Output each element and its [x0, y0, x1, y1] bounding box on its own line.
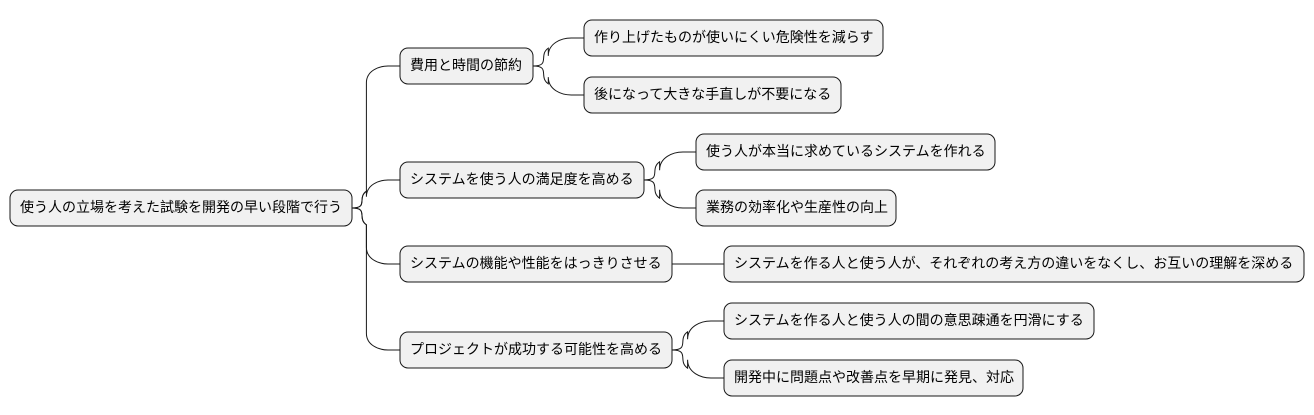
branch-clarify-function-label: システムの機能や性能をはっきりさせる: [410, 256, 662, 272]
leaf-no-rework-label: 後になって大きな手直しが不要になる: [594, 86, 831, 103]
leaf-efficiency-productivity-box: [695, 189, 897, 227]
branch-user-satisfaction-label: システムを使う人の満足度を高める: [410, 171, 634, 188]
edge-root-to-cost-time: [351, 65, 400, 209]
leaf-early-detection-node: 開発中に問題点や改善点を早期に発見、対応: [723, 359, 1024, 397]
leaf-no-rework-node: 後になって大きな手直しが不要になる: [583, 76, 842, 114]
root-node-box: [9, 189, 353, 227]
leaf-mutual-understanding-label: システムを作る人と使う人が、それぞれの考え方の違いをなくし、お互いの理解を深める: [734, 255, 1293, 272]
edge-root-to-clarify-function: [351, 207, 400, 265]
leaf-smooth-communication-node: システムを作る人と使う人の間の意思疎通を円滑にする: [723, 302, 1095, 340]
branch-project-success-node: プロジェクトが成功する可能性を高める: [399, 331, 673, 369]
leaf-reduce-usability-risk-box: [583, 19, 884, 57]
edge-cost-time-to-risk: [532, 37, 584, 67]
branch-cost-time-box: [399, 47, 534, 85]
leaf-reduce-usability-risk-label: 作り上げたものが使いにくい危険性を減らす: [594, 29, 873, 46]
leaf-build-desired-system-box: [695, 133, 996, 171]
leaf-efficiency-productivity-label: 業務の効率化や生産性の向上: [706, 199, 888, 216]
branch-clarify-function-node: システムの機能や性能をはっきりさせる: [399, 245, 673, 283]
leaf-mutual-understanding-box: [723, 245, 1305, 283]
root-node: 使う人の立場を考えた試験を開発の早い段階で行う: [9, 189, 353, 227]
edge-root-to-user-satisfaction: [351, 179, 400, 209]
leaf-efficiency-productivity-node: 業務の効率化や生産性の向上: [695, 189, 897, 227]
mindmap-edges: [351, 37, 724, 379]
branch-cost-time-label: 費用と時間の節約: [410, 57, 522, 74]
branch-clarify-function-box: [399, 245, 673, 283]
edge-success-to-communication: [671, 320, 724, 351]
branch-project-success-box: [399, 331, 673, 369]
edge-satisfaction-to-desired-system: [643, 151, 696, 181]
branch-project-success-label: プロジェクトが成功する可能性を高める: [410, 341, 662, 358]
leaf-build-desired-system-label: 使う人が本当に求めているシステムを作れる: [706, 143, 986, 160]
leaf-no-rework-box: [583, 76, 842, 114]
branch-cost-time-node: 費用と時間の節約: [399, 47, 534, 85]
leaf-smooth-communication-box: [723, 302, 1095, 340]
edge-success-to-early-detection: [671, 349, 724, 379]
edge-satisfaction-to-efficiency: [643, 179, 696, 209]
edge-root-to-project-success: [351, 207, 400, 351]
branch-user-satisfaction-node: システムを使う人の満足度を高める: [399, 161, 645, 199]
leaf-smooth-communication-label: システムを作る人と使う人の間の意思疎通を円滑にする: [734, 312, 1084, 329]
leaf-reduce-usability-risk-node: 作り上げたものが使いにくい危険性を減らす: [583, 19, 884, 57]
leaf-build-desired-system-node: 使う人が本当に求めているシステムを作れる: [695, 133, 996, 171]
branch-user-satisfaction-box: [399, 161, 645, 199]
leaf-mutual-understanding-node: システムを作る人と使う人が、それぞれの考え方の違いをなくし、お互いの理解を深める: [723, 245, 1305, 283]
edge-cost-time-to-rework: [532, 65, 584, 96]
leaf-early-detection-box: [723, 359, 1024, 397]
leaf-early-detection-label: 開発中に問題点や改善点を早期に発見、対応: [734, 370, 1014, 386]
root-node-label: 使う人の立場を考えた試験を開発の早い段階で行う: [20, 199, 342, 216]
